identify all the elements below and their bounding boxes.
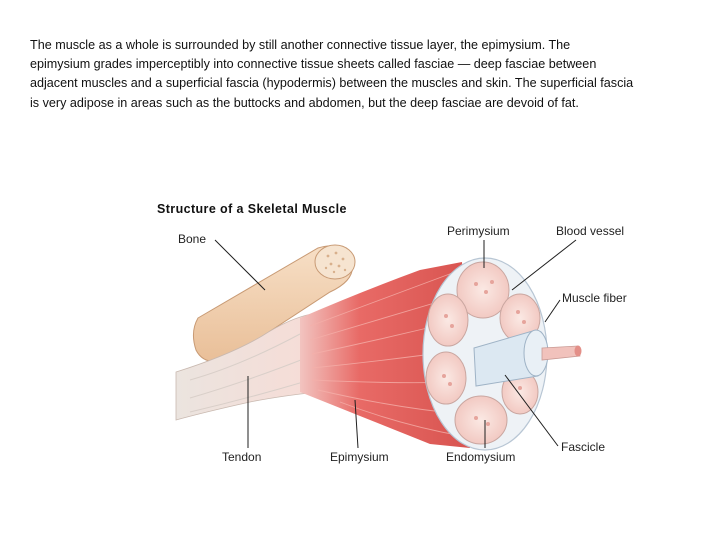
label-blood-vessel: Blood vessel: [556, 224, 624, 238]
caption-line: epimysium grades imperceptibly into conn…: [30, 57, 597, 72]
label-endomysium: Endomysium: [446, 450, 515, 464]
caption-line: The muscle as a whole is surrounded by s…: [30, 38, 571, 52]
leader-lines: [214, 239, 577, 449]
caption-line: adjacent muscles and a superficial fasci…: [30, 76, 634, 91]
figure-title: Structure of a Skeletal Muscle: [157, 202, 347, 216]
label-fascicle: Fascicle: [561, 440, 605, 454]
label-bone: Bone: [178, 232, 206, 246]
label-tendon: Tendon: [222, 450, 261, 464]
bone: [192, 244, 356, 363]
label-epimysium: Epimysium: [330, 450, 389, 464]
label-muscle-fiber: Muscle fiber: [562, 291, 627, 305]
caption-line: is very adipose in areas such as the but…: [30, 95, 579, 110]
fascicle: [473, 329, 582, 387]
label-perimysium: Perimysium: [447, 224, 510, 238]
caption-text: The muscle as a whole is surrounded by s…: [30, 36, 702, 113]
